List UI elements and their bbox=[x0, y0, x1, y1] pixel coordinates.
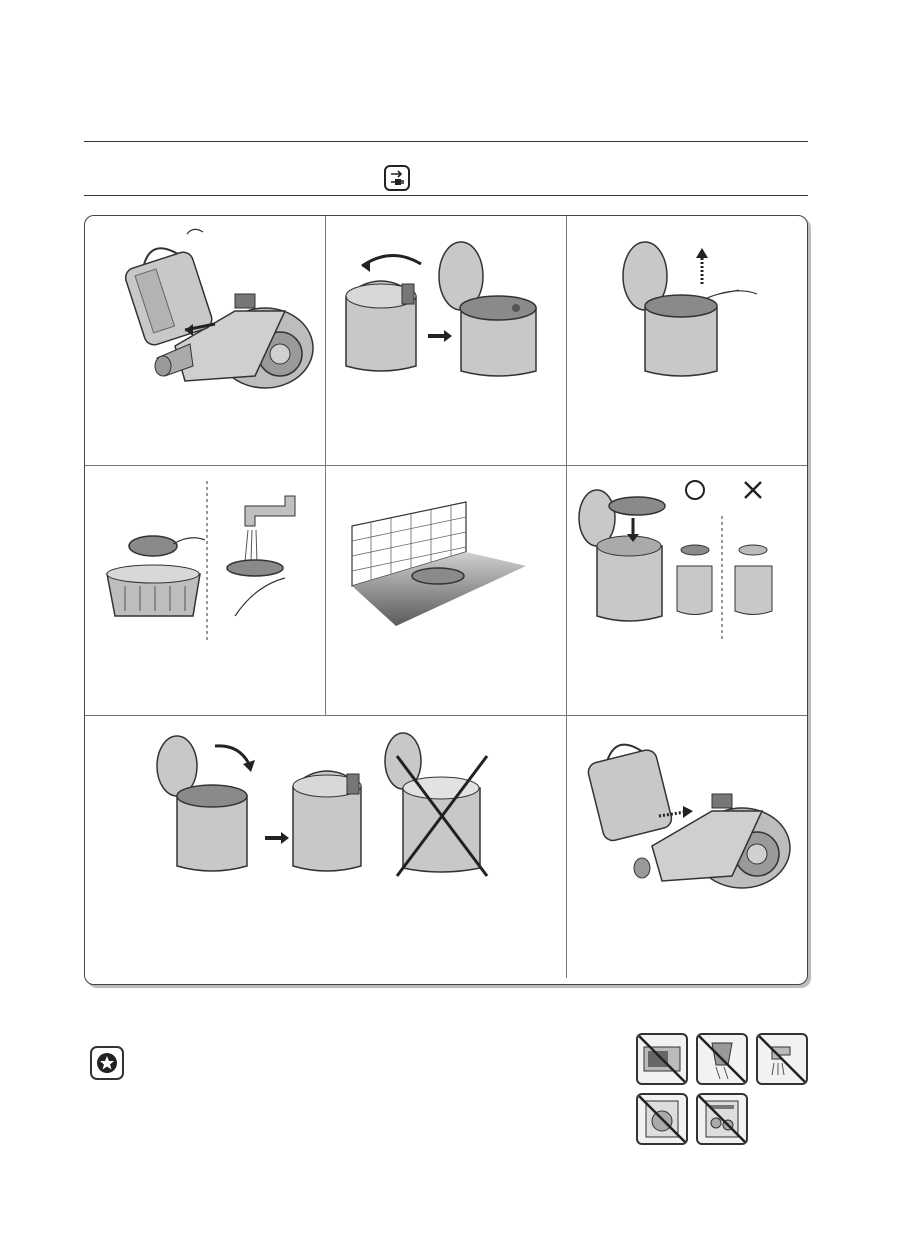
header-rule-bottom bbox=[84, 195, 808, 196]
step-4-tap-and-rinse-filter-illustration bbox=[85, 466, 325, 715]
step-8-reinsert-dust-bin-illustration bbox=[567, 716, 807, 978]
instruction-panel bbox=[84, 215, 808, 985]
step-1-remove-dust-bin-illustration bbox=[85, 216, 325, 465]
step-6-insert-filter-correctly-illustration bbox=[567, 466, 807, 715]
star-note-icon bbox=[90, 1046, 124, 1080]
unplug-icon bbox=[384, 165, 410, 191]
step-2-open-dust-bin-lid-illustration bbox=[326, 216, 566, 465]
warning-icons bbox=[636, 1033, 808, 1147]
step-5-dry-filter-in-shade-illustration bbox=[326, 466, 566, 715]
step-7-close-lid-illustration bbox=[85, 716, 566, 978]
no-microwave-icon bbox=[636, 1033, 688, 1085]
step-3-lift-filter-illustration bbox=[567, 216, 807, 465]
no-washing-machine-icon bbox=[636, 1093, 688, 1145]
no-hot-water-icon bbox=[756, 1033, 808, 1085]
no-dishwasher-icon bbox=[696, 1093, 748, 1145]
no-hair-dryer-icon bbox=[696, 1033, 748, 1085]
header-rule-top bbox=[84, 141, 808, 142]
